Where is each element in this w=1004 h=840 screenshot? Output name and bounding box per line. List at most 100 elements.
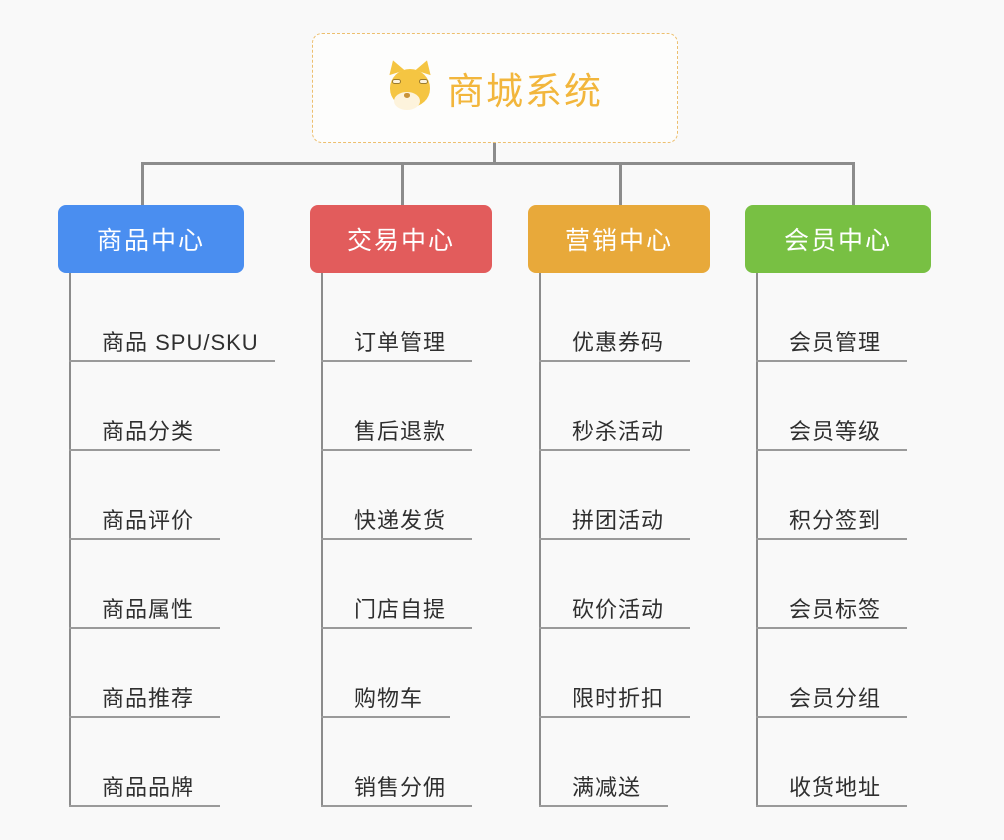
leaf-underline — [756, 716, 907, 718]
leaf-underline — [756, 449, 907, 451]
list-item[interactable]: 商品属性 — [58, 540, 244, 629]
category-title-4: 会员中心 — [783, 227, 892, 255]
list-item[interactable]: 收货地址 — [745, 718, 931, 807]
list-item[interactable]: 拼团活动 — [528, 451, 710, 540]
spine-connector-3 — [539, 273, 541, 807]
leaf-underline — [539, 449, 690, 451]
leaf-underline — [69, 627, 220, 629]
leaf-list-1: 商品 SPU/SKU 商品分类 商品评价 商品属性 商品推荐 商品品牌 — [58, 273, 275, 807]
leaf-label: 会员管理 — [789, 330, 882, 355]
leaf-label: 快递发货 — [354, 508, 447, 533]
leaf-label: 会员分组 — [789, 686, 882, 711]
list-item[interactable]: 门店自提 — [310, 540, 492, 629]
leaf-underline — [69, 360, 275, 362]
list-item[interactable]: 商品评价 — [58, 451, 244, 540]
leaf-underline — [539, 538, 690, 540]
leaf-label: 商品分类 — [102, 419, 195, 444]
leaf-label: 售后退款 — [354, 419, 447, 444]
list-item[interactable]: 会员标签 — [745, 540, 931, 629]
root-stem-connector — [493, 143, 496, 165]
leaf-label: 限时折扣 — [572, 686, 665, 711]
list-item[interactable]: 优惠券码 — [528, 273, 710, 362]
leaf-underline — [756, 805, 907, 807]
leaf-label: 门店自提 — [354, 597, 447, 622]
leaf-underline — [69, 716, 220, 718]
list-item[interactable]: 商品推荐 — [58, 629, 244, 718]
leaf-label: 销售分佣 — [354, 775, 447, 800]
shiba-dog-face-icon — [385, 57, 435, 111]
root-node[interactable]: 商城系统 — [312, 33, 678, 143]
leaf-label: 满减送 — [572, 775, 642, 800]
leaf-underline — [756, 538, 907, 540]
drop-connector-3 — [619, 162, 622, 207]
category-title-3: 营销中心 — [564, 227, 673, 255]
list-item[interactable]: 售后退款 — [310, 362, 492, 451]
leaf-label: 商品 SPU/SKU — [102, 330, 259, 355]
leaf-underline — [321, 805, 472, 807]
drop-connector-4 — [852, 162, 855, 207]
leaf-label: 订单管理 — [354, 330, 447, 355]
list-item[interactable]: 限时折扣 — [528, 629, 710, 718]
category-header-2[interactable]: 交易中心 — [310, 205, 492, 273]
list-item[interactable]: 销售分佣 — [310, 718, 492, 807]
leaf-underline — [539, 716, 690, 718]
spine-connector-1 — [69, 273, 71, 807]
leaf-label: 商品属性 — [102, 597, 195, 622]
list-item[interactable]: 砍价活动 — [528, 540, 710, 629]
leaf-list-3: 优惠券码 秒杀活动 拼团活动 砍价活动 限时折扣 满减送 — [528, 273, 710, 807]
drop-connector-1 — [141, 162, 144, 207]
leaf-label: 会员标签 — [789, 597, 882, 622]
leaf-underline — [69, 805, 220, 807]
leaf-underline — [321, 716, 450, 718]
column-product-center: 商品中心 商品 SPU/SKU 商品分类 商品评价 商品属性 商品推荐 — [58, 205, 275, 807]
list-item[interactable]: 会员管理 — [745, 273, 931, 362]
horizontal-bus-connector — [141, 162, 855, 165]
category-header-3[interactable]: 营销中心 — [528, 205, 710, 273]
list-item[interactable]: 购物车 — [310, 629, 492, 718]
leaf-underline — [539, 360, 690, 362]
list-item[interactable]: 会员等级 — [745, 362, 931, 451]
leaf-underline — [756, 360, 907, 362]
category-header-1[interactable]: 商品中心 — [58, 205, 244, 273]
spine-connector-2 — [321, 273, 323, 807]
column-trade-center: 交易中心 订单管理 售后退款 快递发货 门店自提 购物车 — [310, 205, 492, 807]
leaf-label: 收货地址 — [789, 775, 882, 800]
list-item[interactable]: 订单管理 — [310, 273, 492, 362]
leaf-list-2: 订单管理 售后退款 快递发货 门店自提 购物车 销售分佣 — [310, 273, 492, 807]
leaf-underline — [539, 805, 668, 807]
column-marketing-center: 营销中心 优惠券码 秒杀活动 拼团活动 砍价活动 限时折扣 — [528, 205, 710, 807]
list-item[interactable]: 满减送 — [528, 718, 710, 807]
category-header-4[interactable]: 会员中心 — [745, 205, 931, 273]
leaf-label: 商品推荐 — [102, 686, 195, 711]
category-title-2: 交易中心 — [346, 227, 455, 255]
list-item[interactable]: 积分签到 — [745, 451, 931, 540]
leaf-underline — [321, 449, 472, 451]
leaf-label: 购物车 — [354, 686, 424, 711]
leaf-underline — [321, 627, 472, 629]
list-item[interactable]: 商品 SPU/SKU — [58, 273, 275, 362]
leaf-underline — [321, 360, 472, 362]
column-member-center: 会员中心 会员管理 会员等级 积分签到 会员标签 会员分组 — [745, 205, 931, 807]
leaf-underline — [69, 449, 220, 451]
list-item[interactable]: 商品分类 — [58, 362, 244, 451]
leaf-underline — [69, 538, 220, 540]
leaf-list-4: 会员管理 会员等级 积分签到 会员标签 会员分组 收货地址 — [745, 273, 931, 807]
leaf-underline — [756, 627, 907, 629]
leaf-label: 商品品牌 — [102, 775, 195, 800]
leaf-label: 会员等级 — [789, 419, 882, 444]
list-item[interactable]: 商品品牌 — [58, 718, 244, 807]
spine-connector-4 — [756, 273, 758, 807]
list-item[interactable]: 会员分组 — [745, 629, 931, 718]
category-title-1: 商品中心 — [96, 227, 205, 255]
leaf-underline — [321, 538, 472, 540]
leaf-underline — [539, 627, 690, 629]
leaf-label: 砍价活动 — [572, 597, 665, 622]
root-title: 商城系统 — [447, 71, 603, 112]
list-item[interactable]: 秒杀活动 — [528, 362, 710, 451]
leaf-label: 拼团活动 — [572, 508, 665, 533]
list-item[interactable]: 快递发货 — [310, 451, 492, 540]
drop-connector-2 — [401, 162, 404, 207]
leaf-label: 秒杀活动 — [572, 419, 665, 444]
leaf-label: 积分签到 — [789, 508, 882, 533]
